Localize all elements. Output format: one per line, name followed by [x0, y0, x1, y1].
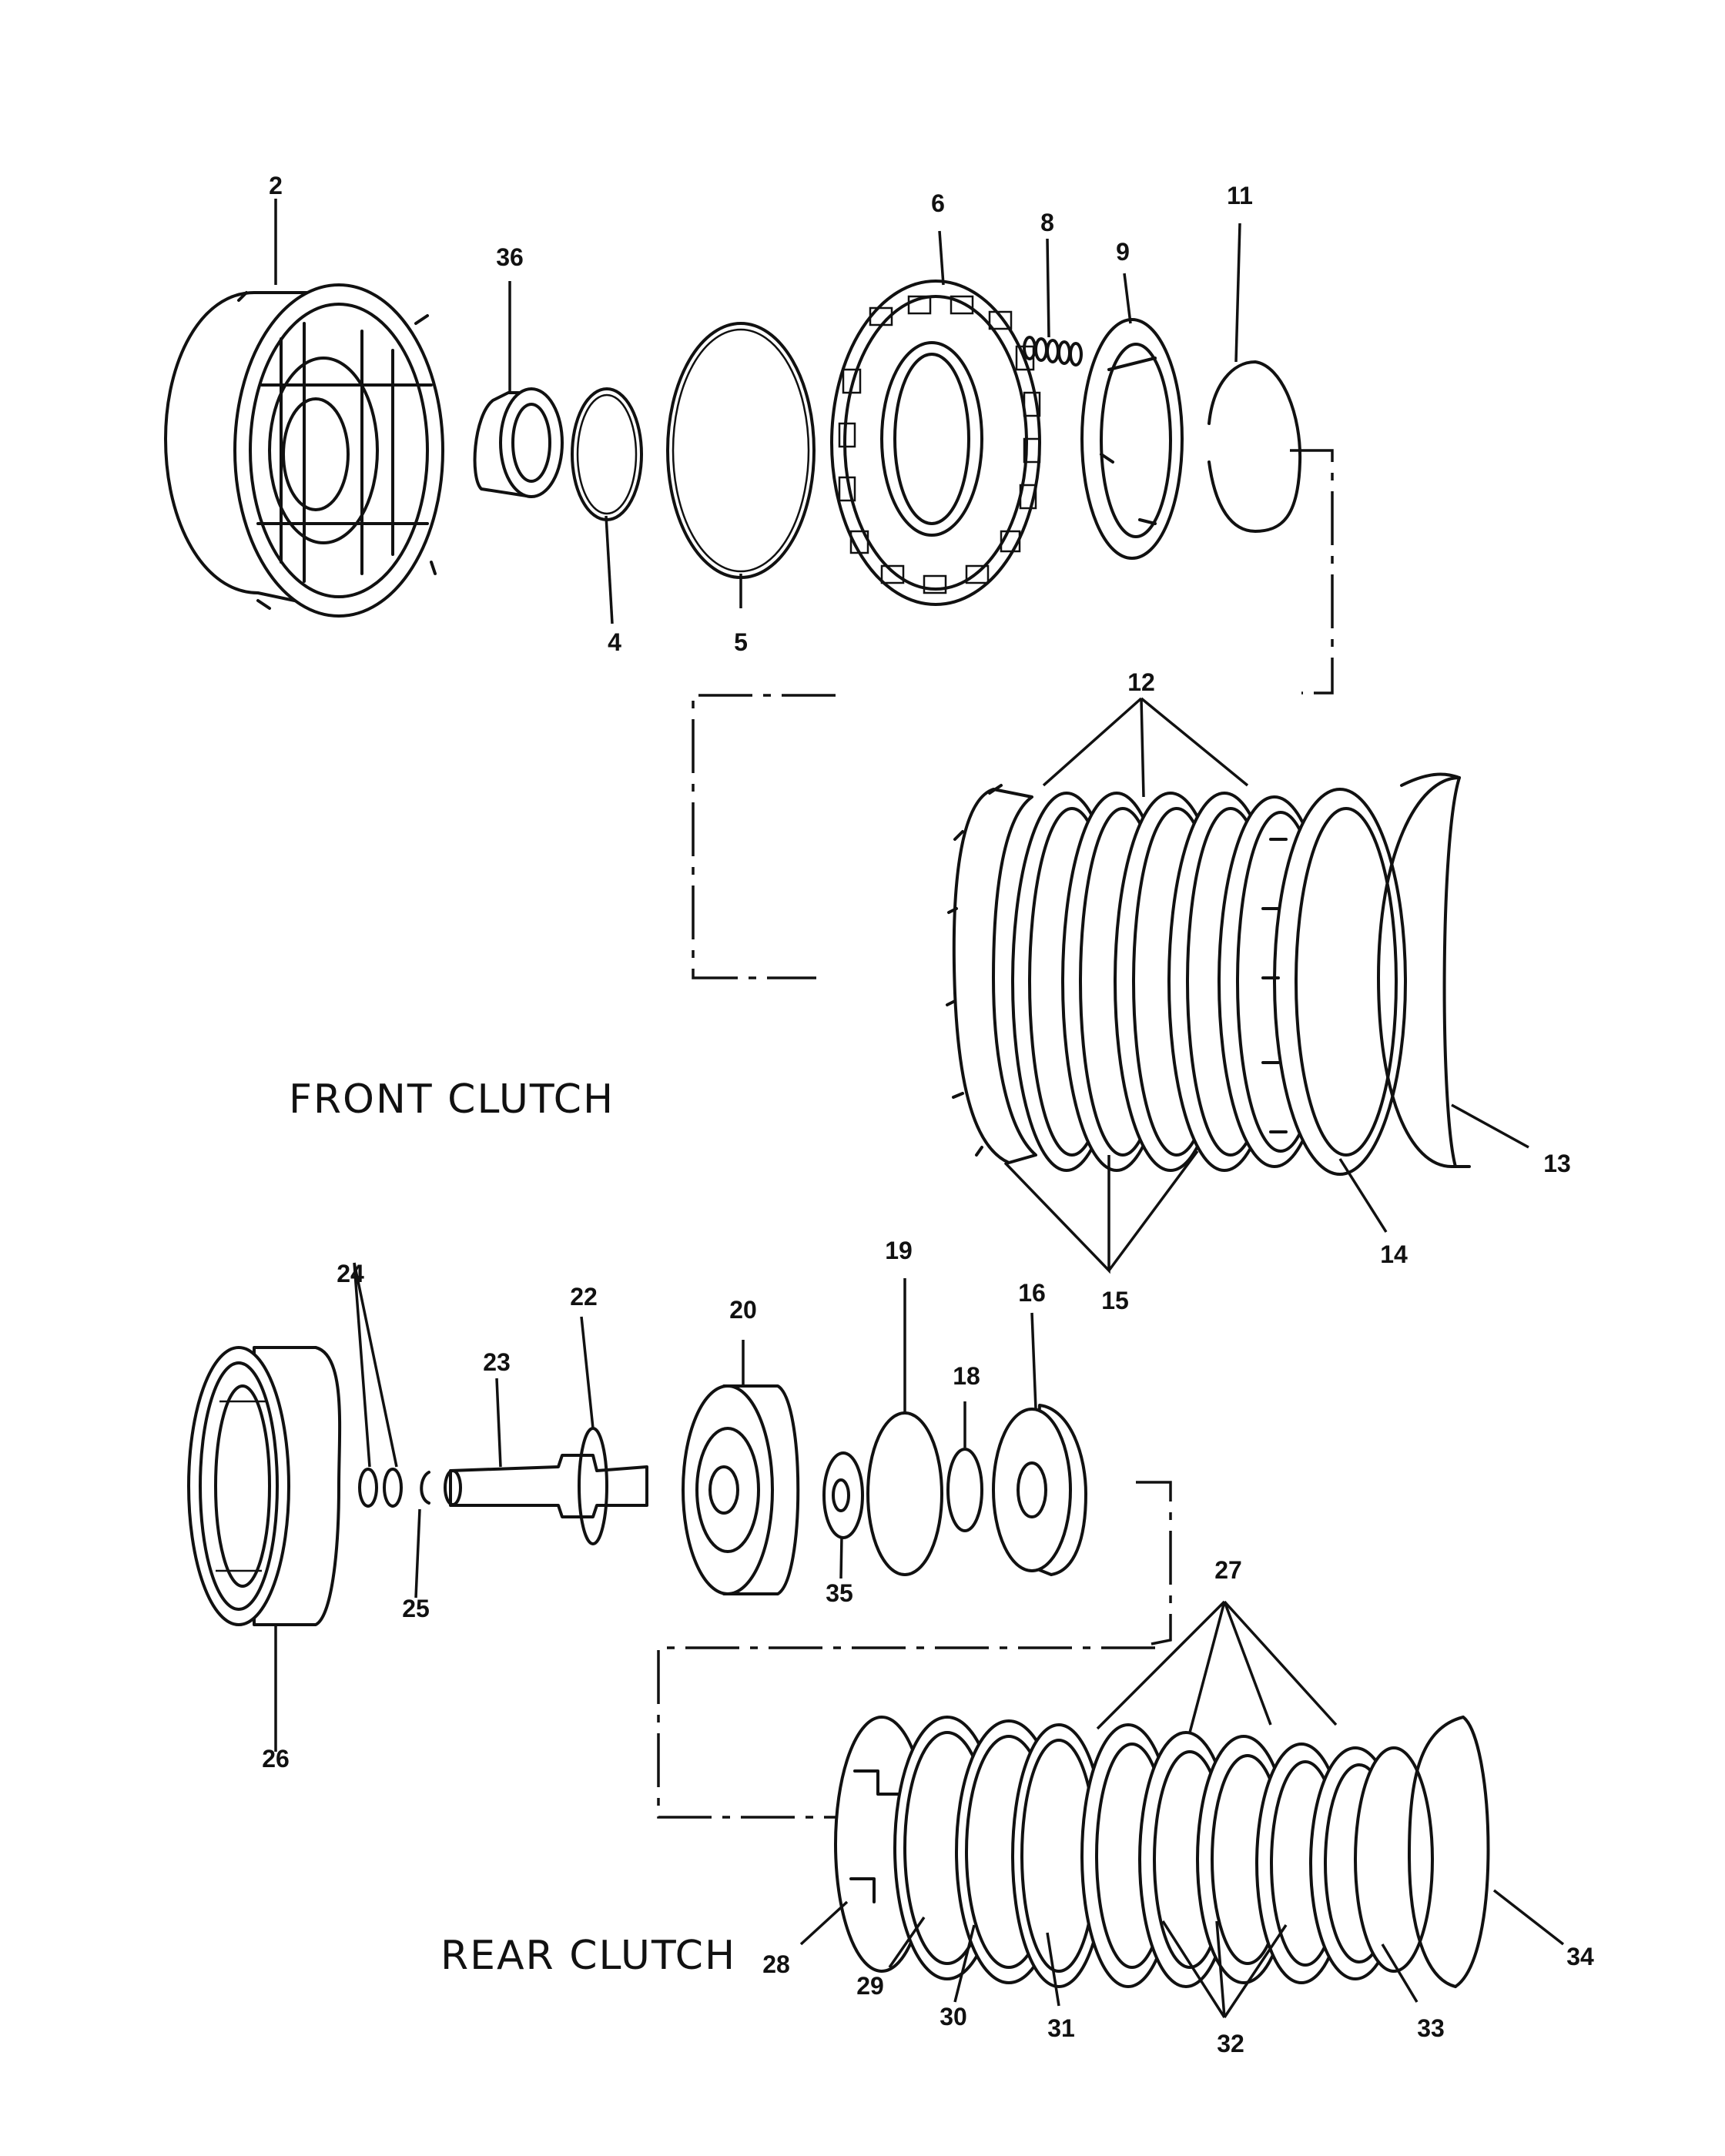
- callout-12: 12: [1127, 668, 1155, 696]
- callout-30: 30: [940, 2003, 967, 2030]
- part-36-bushing: [473, 387, 564, 498]
- callout-24: 24: [337, 1260, 364, 1287]
- part-4-seal-ring: [571, 387, 643, 521]
- callout-4: 4: [608, 628, 621, 656]
- callout-33: 33: [1417, 2014, 1445, 2042]
- part-11-snap-ring: [1208, 360, 1302, 533]
- part-5-large-seal: [666, 322, 816, 579]
- part-9-spring-retainer: [1080, 318, 1184, 560]
- callout-2: 2: [269, 172, 283, 199]
- part-25-snap-ring: [420, 1471, 430, 1505]
- rear-clutch-pack: [834, 1716, 1490, 1988]
- callout-14: 14: [1380, 1240, 1408, 1268]
- leader-lines: [274, 199, 1565, 2018]
- callout-25: 25: [402, 1595, 430, 1622]
- part-18-small-seal: [946, 1448, 983, 1532]
- callout-23: 23: [483, 1348, 511, 1376]
- part-35-thrust-bearing: [822, 1451, 864, 1539]
- part-19-seal-ring: [866, 1411, 943, 1576]
- front-clutch-connector: [692, 449, 1334, 979]
- callout-28: 28: [762, 1950, 790, 1978]
- callout-15: 15: [1101, 1287, 1129, 1314]
- part-2-clutch-retainer: [164, 283, 444, 618]
- callout-11: 11: [1227, 182, 1253, 209]
- part-20-hub: [682, 1384, 800, 1595]
- part-26-rear-retainer: [187, 1346, 342, 1626]
- front-clutch-title: FRONT CLUTCH: [289, 1076, 615, 1123]
- part-16-piston: [992, 1404, 1087, 1576]
- callout-9: 9: [1116, 238, 1130, 266]
- callout-29: 29: [856, 1972, 884, 2000]
- callout-18: 18: [953, 1362, 980, 1390]
- callout-16: 16: [1018, 1279, 1046, 1307]
- callout-36: 36: [496, 243, 524, 271]
- rear-clutch-connector: [657, 1481, 1172, 1819]
- callout-8: 8: [1040, 209, 1054, 236]
- callout-19: 19: [885, 1237, 913, 1264]
- callout-20: 20: [729, 1296, 757, 1324]
- callout-31: 31: [1047, 2014, 1075, 2042]
- part-6-piston: [830, 280, 1041, 606]
- callout-6: 6: [931, 189, 945, 217]
- part-24-thrust-rings: [358, 1468, 403, 1508]
- callout-34: 34: [1566, 1943, 1594, 1970]
- part-23-input-shaft: [444, 1454, 648, 1518]
- callout-27: 27: [1214, 1556, 1242, 1584]
- callout-22: 22: [570, 1283, 598, 1311]
- part-8-spring: [1023, 336, 1083, 367]
- callout-32: 32: [1217, 2030, 1244, 2057]
- front-clutch-pack: [946, 772, 1471, 1176]
- callout-35: 35: [826, 1579, 853, 1607]
- callout-5: 5: [734, 628, 748, 656]
- callout-26: 26: [262, 1745, 290, 1773]
- callout-13: 13: [1543, 1150, 1571, 1177]
- rear-clutch-title: REAR CLUTCH: [440, 1933, 736, 1979]
